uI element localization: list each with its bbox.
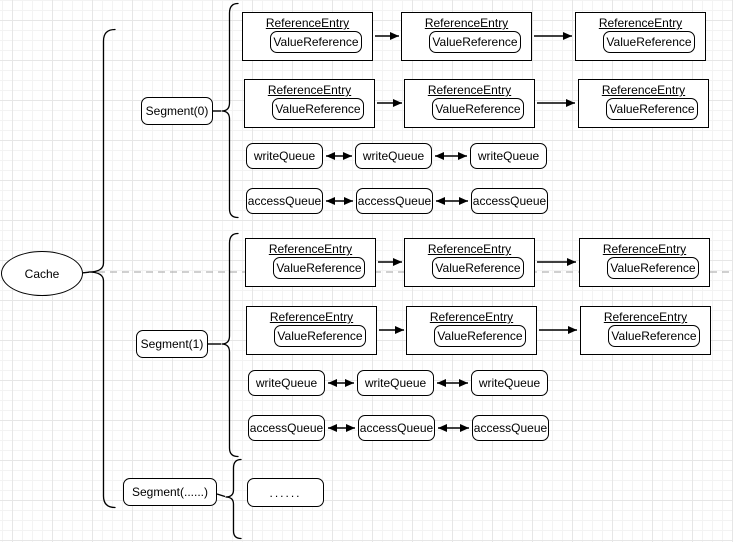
segment1-brace[interactable] [221,232,239,458]
value-reference-label: ValueReference [277,329,363,343]
reference-entry-label: ReferenceEntry [427,83,512,97]
value-reference-node[interactable]: ValueReference [434,325,526,347]
reference-entry-label: ReferenceEntry [265,16,350,30]
cache-connector[interactable] [82,271,90,274]
reference-entry-label: ReferenceEntry [268,242,353,256]
write-queue-label: writeQueue [255,376,318,390]
access-queue-node[interactable]: accessQueue [356,188,433,214]
reference-entry-node[interactable]: ReferenceEntry ValueReference [580,306,711,355]
segment0-label: Segment(0) [145,104,209,118]
write-queue-label: writeQueue [477,149,540,163]
value-reference-label: ValueReference [606,35,692,49]
value-reference-label: ValueReference [609,102,695,116]
access-queue-label: accessQueue [247,194,322,208]
value-reference-node[interactable]: ValueReference [429,31,521,53]
write-queue-node[interactable]: writeQueue [248,370,325,396]
reference-entry-label: ReferenceEntry [601,83,686,97]
value-reference-node[interactable]: ValueReference [432,257,524,279]
ellipsis-node[interactable]: ...... [247,478,324,507]
value-reference-label: ValueReference [275,102,361,116]
value-reference-label: ValueReference [273,35,359,49]
write-queue-node[interactable]: writeQueue [471,370,548,396]
queue-link-arrows [326,152,469,432]
value-reference-node[interactable]: ValueReference [606,98,698,120]
value-reference-label: ValueReference [435,261,521,275]
value-reference-label: ValueReference [432,35,518,49]
cache-brace[interactable] [88,28,116,509]
cache-label: Cache [24,266,60,281]
access-queue-node[interactable]: accessQueue [248,415,325,441]
access-queue-label: accessQueue [249,421,324,435]
reference-entry-node[interactable]: ReferenceEntry ValueReference [244,79,375,128]
value-reference-node[interactable]: ValueReference [272,98,364,120]
reference-entry-node[interactable]: ReferenceEntry ValueReference [579,238,710,287]
reference-entry-node[interactable]: ReferenceEntry ValueReference [406,306,537,355]
ellipsis-label: ...... [269,485,302,500]
connector-lines [82,110,226,498]
value-reference-node[interactable]: ValueReference [273,257,365,279]
reference-entry-node[interactable]: ReferenceEntry ValueReference [575,12,706,61]
write-queue-label: writeQueue [364,376,427,390]
access-queue-node[interactable]: accessQueue [246,188,323,214]
value-reference-node[interactable]: ValueReference [608,325,700,347]
reference-entry-label: ReferenceEntry [603,310,688,324]
access-queue-node[interactable]: accessQueue [472,415,549,441]
write-queue-label: writeQueue [478,376,541,390]
segment1-node[interactable]: Segment(1) [136,330,208,358]
write-queue-label: writeQueue [253,149,316,163]
access-queue-label: accessQueue [359,421,434,435]
reference-entry-node[interactable]: ReferenceEntry ValueReference [578,79,709,128]
access-queue-label: accessQueue [472,194,547,208]
segmentN-brace[interactable] [225,458,242,540]
value-reference-label: ValueReference [437,329,523,343]
reference-entry-label: ReferenceEntry [602,242,687,256]
write-queue-node[interactable]: writeQueue [355,143,432,169]
segment0-node[interactable]: Segment(0) [141,97,213,125]
cache-node[interactable]: Cache [1,251,83,296]
access-queue-node[interactable]: accessQueue [358,415,435,441]
reference-entry-label: ReferenceEntry [598,16,683,30]
braces [88,2,242,540]
reference-entry-node[interactable]: ReferenceEntry ValueReference [242,12,373,61]
write-queue-node[interactable]: writeQueue [357,370,434,396]
value-reference-node[interactable]: ValueReference [603,31,695,53]
segment0-brace[interactable] [221,2,239,219]
value-reference-node[interactable]: ValueReference [274,325,366,347]
reference-entry-label: ReferenceEntry [424,16,509,30]
reference-entry-node[interactable]: ReferenceEntry ValueReference [404,238,535,287]
write-queue-node[interactable]: writeQueue [470,143,547,169]
segmentN-connector[interactable] [216,493,226,498]
value-reference-node[interactable]: ValueReference [270,31,362,53]
write-queue-node[interactable]: writeQueue [246,143,323,169]
reference-entry-label: ReferenceEntry [429,310,514,324]
value-reference-node[interactable]: ValueReference [432,98,524,120]
access-queue-node[interactable]: accessQueue [471,188,548,214]
reference-entry-node[interactable]: ReferenceEntry ValueReference [245,238,376,287]
value-reference-label: ValueReference [276,261,362,275]
value-reference-label: ValueReference [610,261,696,275]
reference-entry-node[interactable]: ReferenceEntry ValueReference [404,79,535,128]
value-reference-label: ValueReference [611,329,697,343]
reference-entry-label: ReferenceEntry [267,83,352,97]
value-reference-node[interactable]: ValueReference [607,257,699,279]
segmentN-node[interactable]: Segment(......) [123,478,217,506]
write-queue-label: writeQueue [362,149,425,163]
value-reference-label: ValueReference [435,102,521,116]
reference-entry-label: ReferenceEntry [269,310,354,324]
segment1-label: Segment(1) [140,337,204,351]
reference-entry-node[interactable]: ReferenceEntry ValueReference [246,306,377,355]
reference-entry-node[interactable]: ReferenceEntry ValueReference [401,12,532,61]
entry-chain-arrows [375,32,577,334]
reference-entry-label: ReferenceEntry [427,242,512,256]
access-queue-label: accessQueue [473,421,548,435]
segmentN-label: Segment(......) [131,485,209,499]
access-queue-label: accessQueue [357,194,432,208]
